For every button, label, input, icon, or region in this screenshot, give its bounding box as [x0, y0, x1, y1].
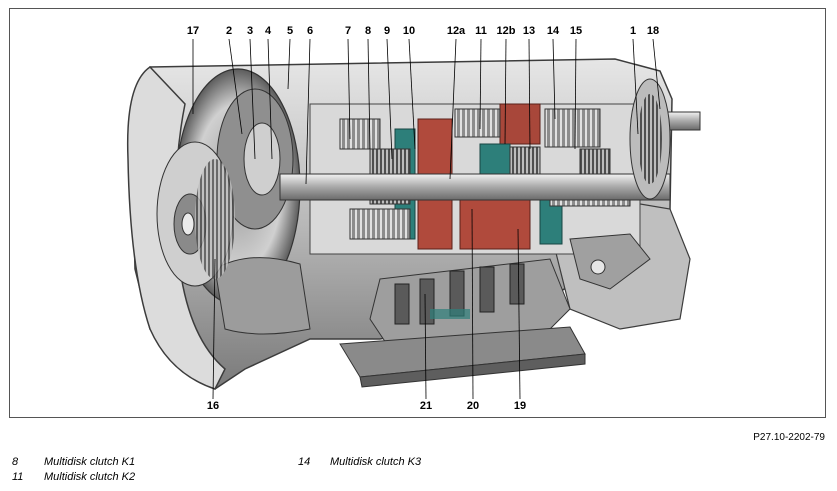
callout-leader-lines [192, 38, 661, 400]
callout-13: 13 [522, 25, 536, 37]
callout-5: 5 [286, 25, 294, 37]
callout-4: 4 [264, 25, 272, 37]
callout-11: 11 [475, 25, 487, 37]
legend-item: 8 Multidisk clutch K1 [12, 456, 272, 470]
callout-12b: 12b [496, 25, 516, 37]
callout-2: 2 [225, 25, 233, 37]
callout-10: 10 [402, 25, 416, 37]
callout-9: 9 [383, 25, 391, 37]
callout-12a: 12a [446, 25, 466, 37]
callout-7: 7 [344, 25, 352, 37]
figure-id: P27.10-2202-79 [753, 432, 825, 443]
main-shaft [279, 111, 701, 201]
callout-16: 16 [206, 400, 220, 412]
flexplate-flange [156, 141, 235, 287]
callout-18: 18 [646, 25, 660, 37]
transmission-cutaway-illustration [126, 38, 701, 400]
legend-number: 14 [298, 456, 311, 468]
callout-19: 19 [513, 400, 527, 412]
legend-number: 11 [12, 471, 24, 483]
callout-1: 1 [629, 25, 637, 37]
callout-3: 3 [246, 25, 254, 37]
parking-lock-lever [569, 233, 651, 290]
callout-17: 17 [186, 25, 200, 37]
electrohydraulic-control-unit [369, 258, 571, 350]
callout-20: 20 [466, 400, 480, 412]
transmission-diagram: 17 2 3 4 5 6 7 8 9 10 12a 11 12b 13 14 1… [9, 8, 826, 418]
callout-8: 8 [364, 25, 372, 37]
legend-item: 11 Multidisk clutch K2 [12, 471, 272, 485]
callout-21: 21 [419, 400, 433, 412]
callout-15: 15 [569, 25, 583, 37]
legend-text: Multidisk clutch K1 [44, 456, 136, 468]
legend-text: Multidisk clutch K3 [330, 456, 422, 468]
callout-6: 6 [306, 25, 314, 37]
legend-number: 8 [12, 456, 19, 468]
legend-text: Multidisk clutch K2 [44, 471, 136, 483]
callout-14: 14 [546, 25, 560, 37]
legend-item: 14 Multidisk clutch K3 [298, 456, 558, 470]
